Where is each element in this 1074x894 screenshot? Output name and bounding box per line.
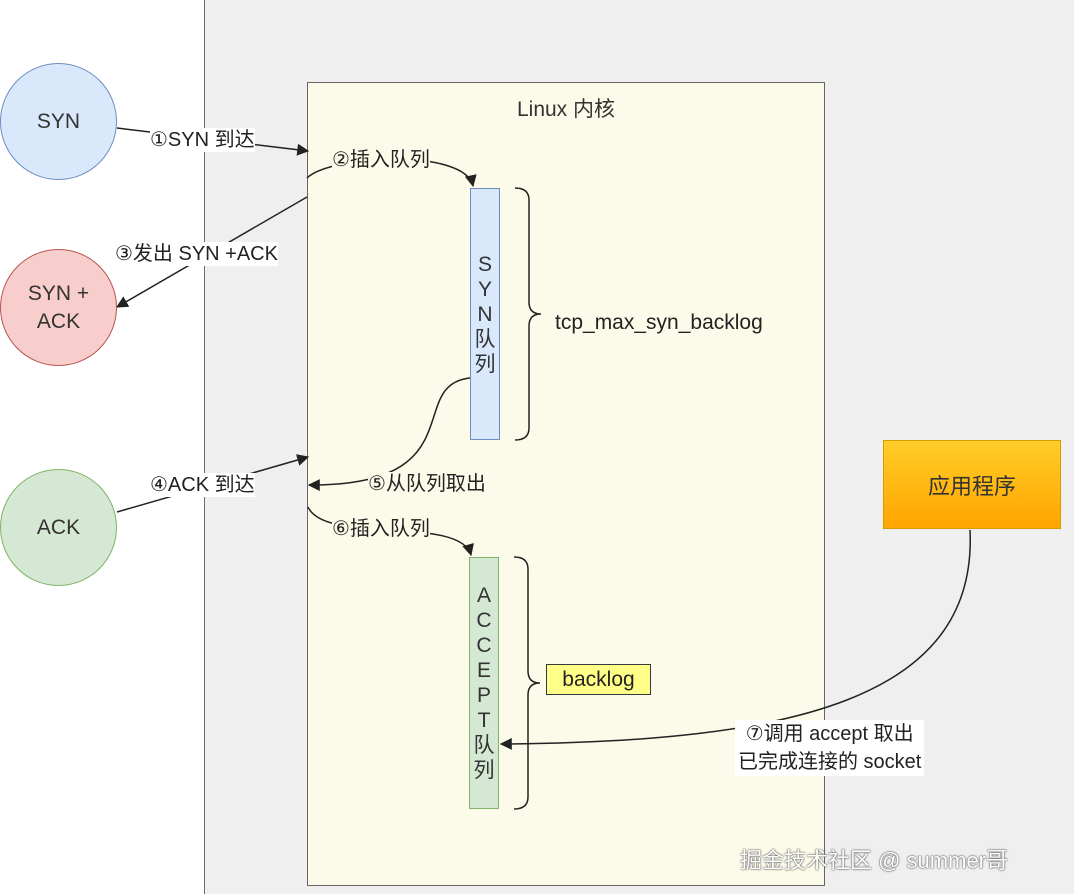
- syn-queue-char: Y: [477, 277, 492, 301]
- accept-queue-char: 队: [473, 734, 495, 757]
- step3-label: ③发出 SYN +ACK: [115, 242, 278, 266]
- accept-queue-char: E: [476, 659, 491, 682]
- syn-queue-char: S: [477, 252, 492, 276]
- backlog-label: backlog: [562, 667, 635, 691]
- application-box: 应用程序: [883, 440, 1061, 529]
- accept-queue-char: P: [476, 684, 491, 707]
- watermark: 掘金技术社区 @ summer哥: [740, 848, 1009, 873]
- syn-circle-label: SYN: [36, 109, 81, 133]
- step7-label: ⑦调用 accept 取出 已完成连接的 socket: [735, 720, 925, 776]
- tcp-max-syn-backlog-label: tcp_max_syn_backlog: [555, 311, 763, 334]
- synack-circle: SYN + ACK: [0, 249, 117, 366]
- syn-queue-char: 队: [474, 327, 496, 351]
- accept-queue: A C C E P T 队 列: [469, 557, 499, 809]
- synack-circle-label: SYN + ACK: [27, 281, 90, 333]
- step5-label: ⑤从队列取出: [368, 472, 486, 496]
- accept-queue-char: A: [476, 584, 491, 607]
- ack-circle-label: ACK: [36, 515, 81, 539]
- application-label: 应用程序: [927, 473, 1016, 499]
- accept-queue-char: C: [476, 609, 492, 632]
- backlog-label-box: backlog: [546, 664, 651, 695]
- syn-circle: SYN: [0, 63, 117, 180]
- step2-label: ②插入队列: [332, 148, 430, 172]
- ack-circle: ACK: [0, 469, 117, 586]
- syn-queue-char: N: [477, 302, 493, 326]
- step4-label: ④ACK 到达: [150, 473, 255, 497]
- kernel-title: Linux 内核: [516, 98, 616, 121]
- accept-queue-char: C: [476, 634, 492, 657]
- step1-label: ①SYN 到达: [150, 128, 255, 152]
- accept-queue-char: T: [477, 709, 491, 732]
- syn-queue: S Y N 队 列: [470, 188, 500, 440]
- step7-line1: ⑦调用 accept 取出: [745, 723, 914, 745]
- step6-label: ⑥插入队列: [332, 517, 430, 541]
- step7-line2: 已完成连接的 socket: [738, 751, 922, 773]
- syn-queue-char: 列: [474, 352, 496, 376]
- accept-queue-char: 列: [473, 759, 495, 782]
